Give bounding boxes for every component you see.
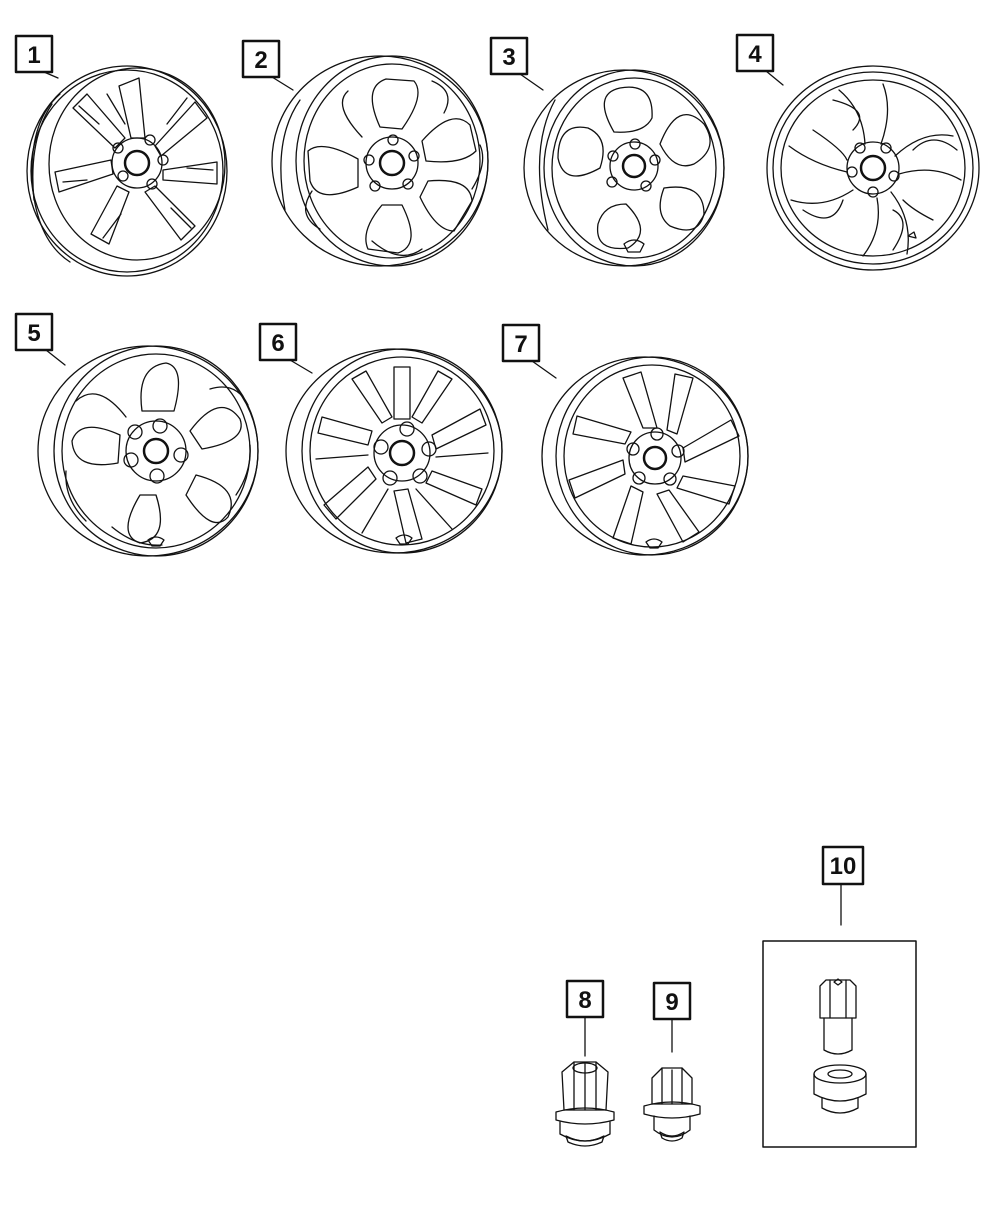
kit-frame (762, 940, 917, 1148)
lug-nut-9 (643, 1067, 701, 1142)
callout-6: 6 (258, 322, 313, 374)
callout-8: 8 (565, 979, 605, 1057)
callout-9: 9 (652, 981, 692, 1053)
callout-7: 7 (501, 323, 557, 379)
wheel-5 (37, 345, 259, 557)
callout-3: 3 (489, 36, 544, 91)
callout-5: 5 (14, 312, 66, 366)
callout-3-label: 3 (502, 44, 515, 71)
callout-1-label: 1 (27, 42, 40, 69)
callout-2: 2 (241, 39, 294, 91)
callout-4-label: 4 (748, 41, 762, 68)
callout-1: 1 (14, 34, 59, 79)
wheel-lock-kit-10 (762, 940, 917, 1148)
wheel-lock-nut (813, 1064, 867, 1114)
wheel-lock-key (819, 978, 857, 1055)
callout-9-label: 9 (665, 989, 678, 1016)
wheel-7 (541, 356, 749, 556)
callout-8-label: 8 (578, 987, 591, 1014)
callout-6-label: 6 (271, 330, 284, 357)
callout-10: 10 (821, 845, 865, 926)
wheel-2 (271, 55, 489, 267)
callout-10-label: 10 (830, 853, 857, 880)
callout-2-label: 2 (254, 47, 267, 74)
wheel-6 (285, 348, 503, 554)
lug-nut-8 (555, 1061, 615, 1147)
callout-7-label: 7 (514, 331, 527, 358)
callout-4: 4 (735, 33, 784, 86)
wheel-1 (26, 65, 228, 277)
wheel-3 (523, 69, 725, 267)
callout-5-label: 5 (27, 320, 40, 347)
wheel-4 (766, 65, 980, 271)
